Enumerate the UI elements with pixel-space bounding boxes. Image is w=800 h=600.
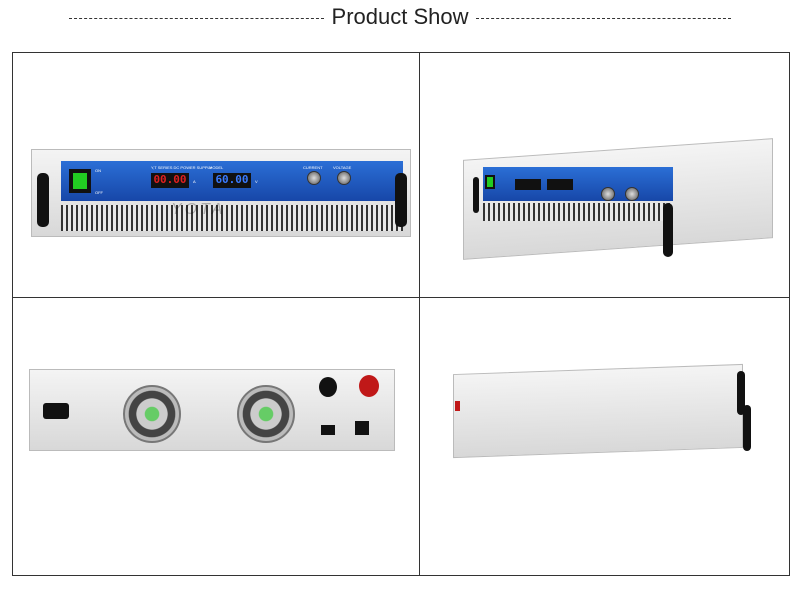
voltage-knob [337,171,351,185]
voltage-label: VOLTAGE [333,165,352,170]
ac-inlet [43,403,69,419]
divider [476,17,732,19]
model-label: MODEL [209,165,224,170]
current-display: 00.00 [151,173,189,188]
power-switch [485,175,495,189]
photo-rear [29,369,397,459]
title-text: Product Show [331,4,469,29]
handle [473,177,479,213]
chassis [453,363,743,459]
current-knob [601,187,615,201]
photo-side [453,363,763,465]
voltage-display: 60.00 [213,173,251,188]
fan-icon [123,385,181,443]
handle [663,203,673,257]
unit-a: A [193,179,196,184]
page-title: Product Show [0,4,800,30]
negative-terminal [319,377,337,397]
handle [743,405,751,451]
divider [68,17,324,19]
series-label: Y,T SERIES DC POWER SUPPLY [151,165,213,170]
power-switch [69,169,91,193]
current-display [515,179,541,190]
handle [737,371,745,415]
port [321,425,335,435]
unit-v: V [255,179,258,184]
photo-front: ON OFF Y,T SERIES DC POWER SUPPLY MODEL … [31,149,411,241]
handle [395,173,407,227]
terminal [455,401,460,411]
voltage-display [547,179,573,190]
current-knob [307,171,321,185]
switch [355,421,369,435]
current-label: CURRENT [303,165,323,170]
off-label: OFF [95,190,103,195]
photo-angled [463,138,775,260]
product-grid: ON OFF Y,T SERIES DC POWER SUPPLY MODEL … [12,52,790,576]
switch-rocker [73,173,87,189]
divider [13,297,789,298]
fan-icon [237,385,295,443]
on-label: ON [95,168,101,173]
vents [483,203,673,221]
positive-terminal [359,375,379,397]
handle [37,173,49,227]
front-panel [483,167,673,201]
vents [61,205,403,231]
chassis [29,369,395,451]
divider [419,53,420,575]
voltage-knob [625,187,639,201]
watermark: YOTA [171,201,226,218]
